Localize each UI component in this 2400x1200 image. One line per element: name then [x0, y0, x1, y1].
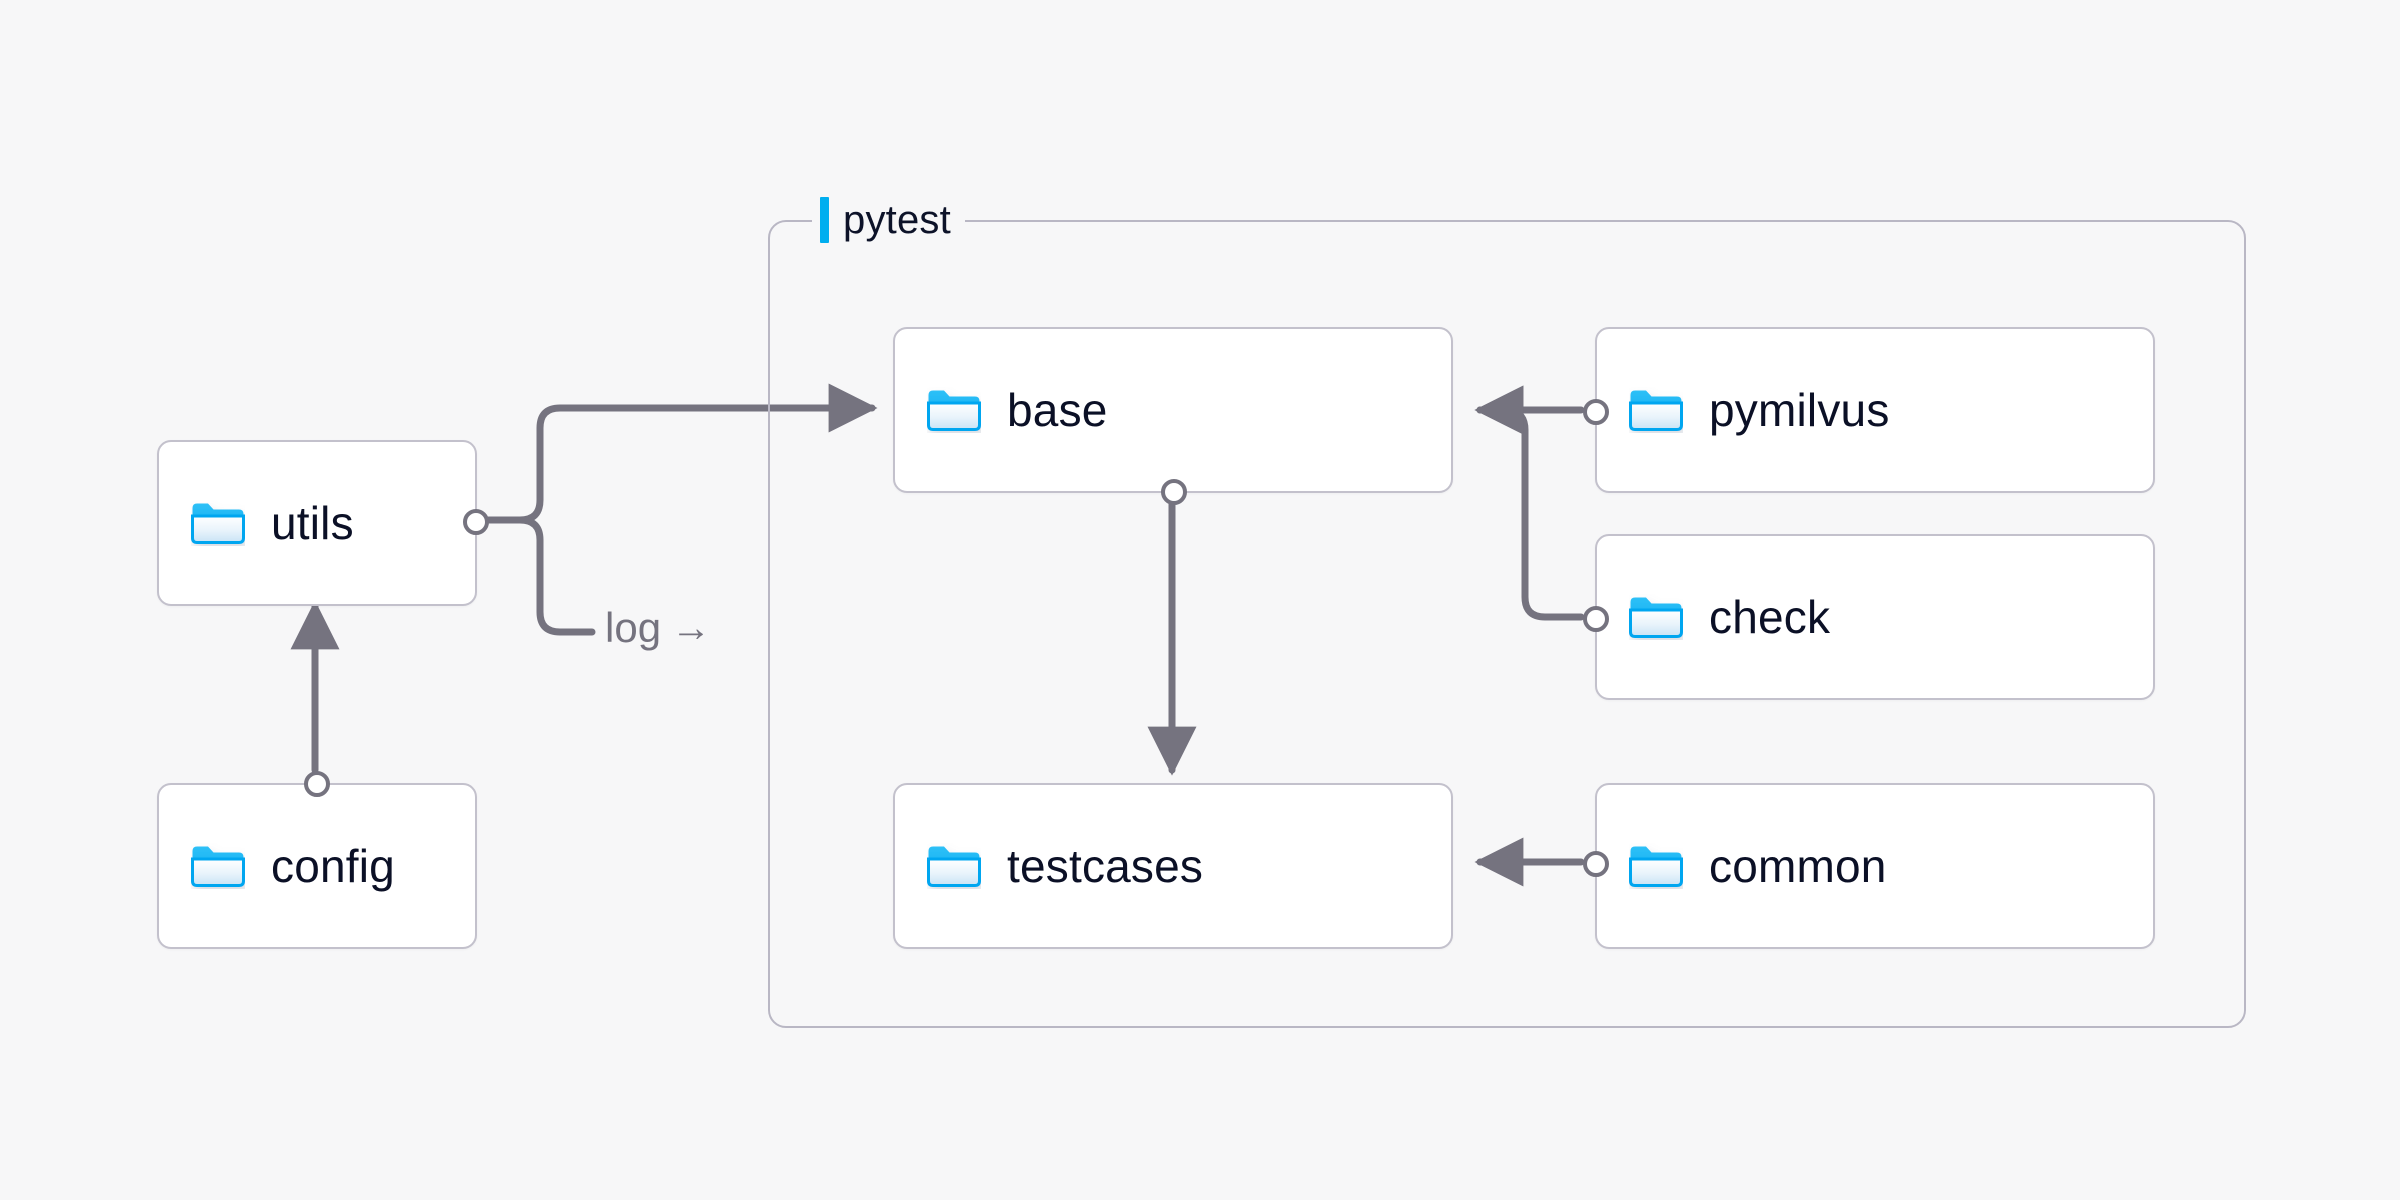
port-utils-right[interactable]: [463, 509, 489, 535]
node-label-testcases: testcases: [1007, 840, 1204, 892]
group-label-text: pytest: [843, 197, 951, 242]
folder-icon: [1629, 843, 1683, 889]
port-pymilvus-left[interactable]: [1583, 399, 1609, 425]
node-label-common: common: [1709, 840, 1887, 892]
folder-icon: [1629, 387, 1683, 433]
folder-icon: [191, 843, 245, 889]
arrow-right-icon: →: [671, 606, 712, 650]
node-label-config: config: [271, 840, 395, 892]
group-label-pytest: pytest: [812, 192, 965, 248]
edge-utils-log: [485, 516, 596, 636]
port-check-left[interactable]: [1583, 606, 1609, 632]
node-label-utils: utils: [271, 497, 354, 549]
group-container-pytest[interactable]: [768, 220, 2246, 1028]
port-config-top[interactable]: [304, 771, 330, 797]
folder-icon: [927, 387, 981, 433]
folder-icon: [927, 843, 981, 889]
node-label-base: base: [1007, 384, 1108, 436]
edge-label-log: log →: [605, 604, 711, 652]
port-base-bottom[interactable]: [1161, 479, 1187, 505]
node-label-pymilvus: pymilvus: [1709, 384, 1890, 436]
node-label-check: check: [1709, 591, 1831, 643]
group-accent-bar: [820, 197, 829, 243]
folder-icon: [1629, 594, 1683, 640]
node-config[interactable]: config: [157, 771, 477, 949]
edge-label-log-text: log: [605, 604, 662, 651]
node-utils[interactable]: utils: [157, 440, 489, 606]
node-check[interactable]: check: [1583, 534, 2155, 700]
folder-icon: [191, 500, 245, 546]
node-base[interactable]: base: [893, 327, 1453, 505]
port-common-left[interactable]: [1583, 851, 1609, 877]
node-pymilvus[interactable]: pymilvus: [1583, 327, 2155, 493]
node-testcases[interactable]: testcases: [893, 783, 1453, 949]
node-common[interactable]: common: [1583, 783, 2155, 949]
